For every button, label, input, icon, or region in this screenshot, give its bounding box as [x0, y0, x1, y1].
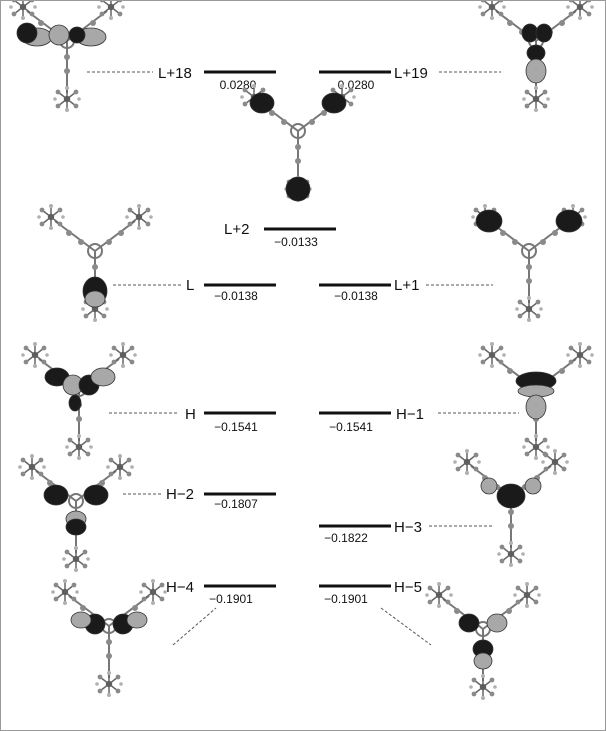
level-l19-lobe-1 — [535, 23, 553, 43]
level-l2-lobe-2 — [285, 176, 311, 202]
level-l-orbital-image — [37, 204, 153, 322]
energy-levels: L+180.0280L+190.0280L+2−0.0133L−0.0138L+… — [87, 65, 519, 646]
level-l2-lobe-1 — [321, 92, 347, 114]
level-h3: H−3 −0.1822 — [319, 519, 494, 545]
level-h5-connector — [380, 607, 432, 646]
level-h3-lobe-2 — [524, 477, 542, 495]
level-h2-lobe-1 — [83, 484, 109, 506]
level-l-lobe-1 — [84, 290, 106, 308]
level-homo: H −0.1541 — [109, 406, 276, 434]
level-h1: H−1 −0.1541 — [319, 406, 519, 434]
level-l1: L+1 −0.0138 — [319, 277, 493, 303]
level-l1-label: L+1 — [394, 277, 419, 294]
level-l19: L+19 0.0280 — [319, 65, 501, 92]
level-h3-value: −0.1822 — [324, 531, 368, 545]
level-l18: L+18 0.0280 — [87, 65, 276, 92]
level-l18-lobe-1 — [48, 24, 70, 46]
level-l18-lobe-3 — [16, 22, 38, 44]
level-homo-value: −0.1541 — [214, 420, 258, 434]
level-h3-lobe-1 — [480, 477, 498, 495]
level-h4-lobe-3 — [126, 611, 148, 629]
level-l: L −0.0138 — [113, 277, 276, 303]
level-l19-value: 0.0280 — [338, 78, 375, 92]
level-h4-connector — [172, 607, 217, 646]
level-h1-orbital-image — [478, 342, 594, 460]
level-h1-value: −0.1541 — [329, 420, 373, 434]
level-h5-value: −0.1901 — [324, 592, 368, 606]
level-l19-lobe-2 — [526, 44, 546, 62]
level-l19-orbital-image — [478, 1, 594, 112]
level-h5-orbital-image — [425, 582, 541, 700]
level-h2-orbital-image — [18, 454, 134, 572]
level-h3-lobe-0 — [496, 483, 526, 509]
level-l18-label: L+18 — [158, 65, 192, 82]
level-h5-lobe-0 — [458, 613, 480, 633]
level-h1-label: H−1 — [396, 406, 424, 423]
level-homo-lobe-3 — [90, 367, 116, 387]
level-l2: L+2 −0.0133 — [224, 221, 336, 249]
level-l2-lobe-0 — [249, 92, 275, 114]
level-l1-lobe-0 — [475, 209, 503, 233]
level-l19-label: L+19 — [394, 65, 428, 82]
level-h1-lobe-2 — [525, 394, 547, 420]
level-h4: H−4 −0.1901 — [166, 579, 276, 646]
level-homo-lobe-4 — [68, 394, 82, 412]
level-l1-value: −0.0138 — [334, 289, 378, 303]
level-l19-lobe-0 — [521, 23, 539, 43]
level-l18-value: 0.0280 — [220, 78, 257, 92]
level-l19-lobe-3 — [525, 58, 547, 84]
level-h4-orbital-image — [51, 579, 167, 697]
level-h3-label: H−3 — [394, 519, 422, 536]
level-homo-orbital-image — [21, 342, 137, 460]
level-homo-label: H — [185, 406, 196, 423]
level-h2-lobe-0 — [43, 484, 69, 506]
level-h2-lobe-3 — [65, 518, 87, 536]
level-h4-value: −0.1901 — [209, 592, 253, 606]
level-h2: H−2 −0.1807 — [123, 486, 276, 511]
level-h2-value: −0.1807 — [214, 497, 258, 511]
level-h5-lobe-3 — [473, 652, 493, 670]
level-h4-label: H−4 — [166, 579, 194, 596]
level-l1-lobe-1 — [555, 209, 583, 233]
level-h3-orbital-image — [453, 449, 569, 567]
level-l18-lobe-4 — [68, 26, 86, 44]
orbital-images — [9, 1, 594, 700]
level-l2-label: L+2 — [224, 221, 249, 238]
level-h2-label: H−2 — [166, 486, 194, 503]
level-l18-orbital-image — [9, 1, 125, 112]
level-h5-label: H−5 — [394, 579, 422, 596]
level-h4-lobe-2 — [70, 611, 92, 629]
level-h5-lobe-1 — [486, 613, 508, 633]
level-l2-value: −0.0133 — [274, 235, 318, 249]
level-l-value: −0.0138 — [214, 289, 258, 303]
level-l2-orbital-image — [240, 84, 356, 202]
level-h5: H−5 −0.1901 — [319, 579, 432, 646]
level-l-label: L — [186, 277, 194, 294]
level-l1-orbital-image — [471, 204, 587, 322]
